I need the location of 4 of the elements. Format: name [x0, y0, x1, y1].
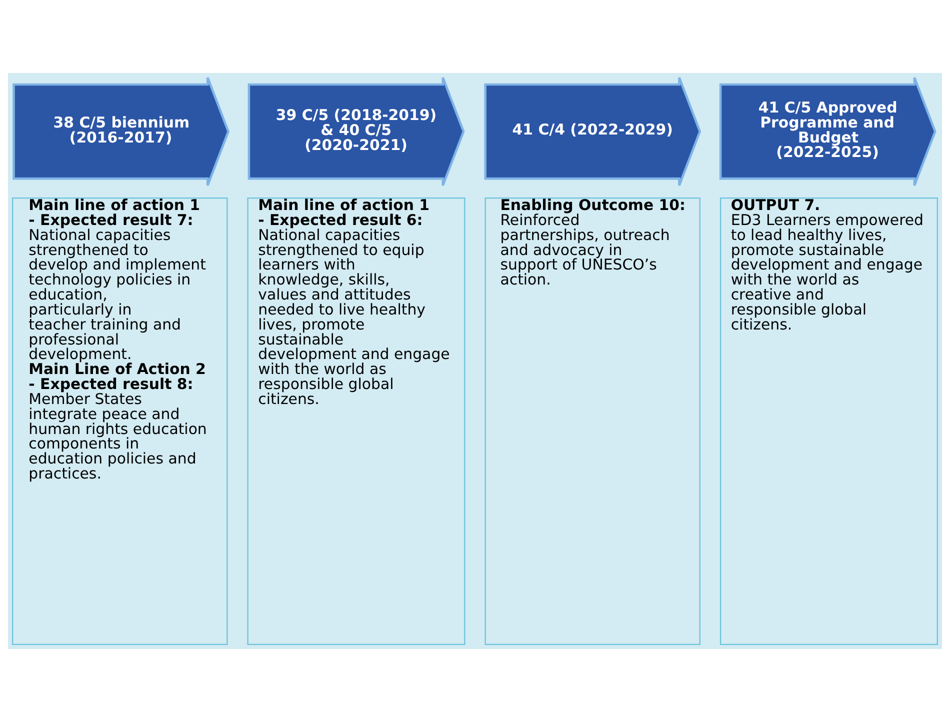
- node-box: Main line of action 1 - Expected result 7: National capacities strengthened to develop and implement technology policies in education, particularly in teacher training and professional development. Main Line of Action 2 - Expected result 8: Member States integrate peace and human rights education components in education policies and practices.: [12, 198, 228, 645]
- node-box: OUTPUT 7. ED3 Learners empowered to lead healthy lives, promote sustainable development and engage with the world as creative and responsible global citizens.: [720, 198, 938, 645]
- node-box: Main line of action 1 - Expected result 6: National capacities strengthened to equip learners with knowledge, skills, values and attitudes needed to live healthy lives, promote sustainable development and engage with the world as responsible global citizens.: [247, 198, 466, 645]
- node-box: Enabling Outcome 10: Reinforced partnerships, outreach and advocacy in support of UNESCO’s action.: [484, 198, 700, 645]
